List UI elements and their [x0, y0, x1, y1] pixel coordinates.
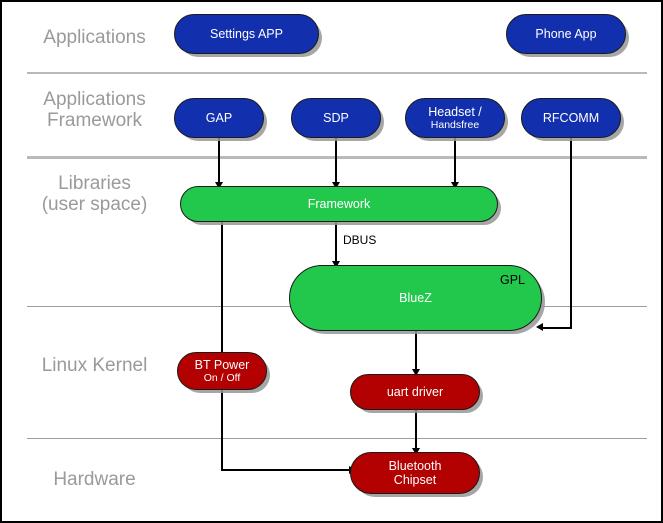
node-settings-app-label: Settings APP — [210, 26, 283, 41]
node-uart-driver[interactable]: uart driver — [350, 374, 480, 410]
node-bluez-license-tag: GPL — [499, 273, 525, 287]
layer-label-applications-framework: Applications Framework — [43, 89, 146, 131]
node-bluetooth-chipset[interactable]: Bluetooth Chipset — [350, 452, 480, 494]
separator-applications — [27, 72, 647, 74]
node-bluez[interactable]: BlueZ GPL — [289, 265, 542, 331]
node-bluez-label: BlueZ — [399, 290, 432, 305]
node-bt-power-label: BT Power — [194, 357, 250, 372]
layer-label-libraries: Libraries (user space) — [41, 173, 148, 215]
connector-uart-to-chipset — [415, 410, 417, 452]
connector-sdp-to-framework — [335, 138, 337, 184]
connector-gap-to-framework — [218, 138, 220, 184]
node-settings-app[interactable]: Settings APP — [174, 14, 319, 54]
node-headset-handsfree[interactable]: Headset / Handsfree — [405, 98, 505, 138]
node-sdp-label: SDP — [323, 110, 349, 125]
separator-applications-framework — [27, 156, 647, 159]
node-rfcomm-label: RFCOMM — [542, 110, 600, 125]
node-phone-app-label: Phone App — [535, 26, 597, 41]
arrowhead-bluez-to-uart — [412, 369, 420, 376]
node-rfcomm[interactable]: RFCOMM — [521, 98, 621, 138]
node-headset-handsfree-sublabel: Handsfree — [430, 119, 480, 132]
node-sdp[interactable]: SDP — [291, 98, 381, 138]
node-framework-label: Framework — [307, 196, 371, 211]
node-bluetooth-chipset-label: Bluetooth — [388, 458, 442, 473]
connector-bluez-to-uart — [415, 330, 417, 372]
node-uart-driver-label: uart driver — [386, 384, 444, 399]
node-headset-handsfree-label: Headset / — [428, 104, 482, 119]
layer-label-linux-kernel: Linux Kernel — [41, 355, 148, 376]
separator-linux-kernel — [27, 438, 647, 439]
connector-rfcomm-vertical — [570, 138, 572, 328]
layer-label-applications: Applications — [43, 27, 146, 48]
connector-rfcomm-horizontal — [543, 327, 572, 329]
node-gap[interactable]: GAP — [174, 98, 264, 138]
layer-label-hardware: Hardware — [53, 469, 136, 490]
node-phone-app[interactable]: Phone App — [506, 14, 626, 54]
node-bluetooth-chipset-sublabel: Chipset — [393, 473, 437, 487]
node-gap-label: GAP — [205, 110, 233, 125]
node-bt-power[interactable]: BT Power On / Off — [177, 352, 267, 390]
edge-label-dbus: DBUS — [343, 233, 377, 247]
connector-framework-to-bluez — [335, 220, 337, 264]
node-framework[interactable]: Framework — [180, 186, 498, 222]
connector-framework-to-chipset-vertical — [221, 220, 223, 470]
connector-framework-to-chipset-horizontal — [221, 469, 351, 471]
connector-headset-to-framework — [454, 138, 456, 184]
node-bt-power-sublabel: On / Off — [203, 372, 241, 385]
arrowhead-rfcomm-to-bluez — [536, 323, 543, 331]
